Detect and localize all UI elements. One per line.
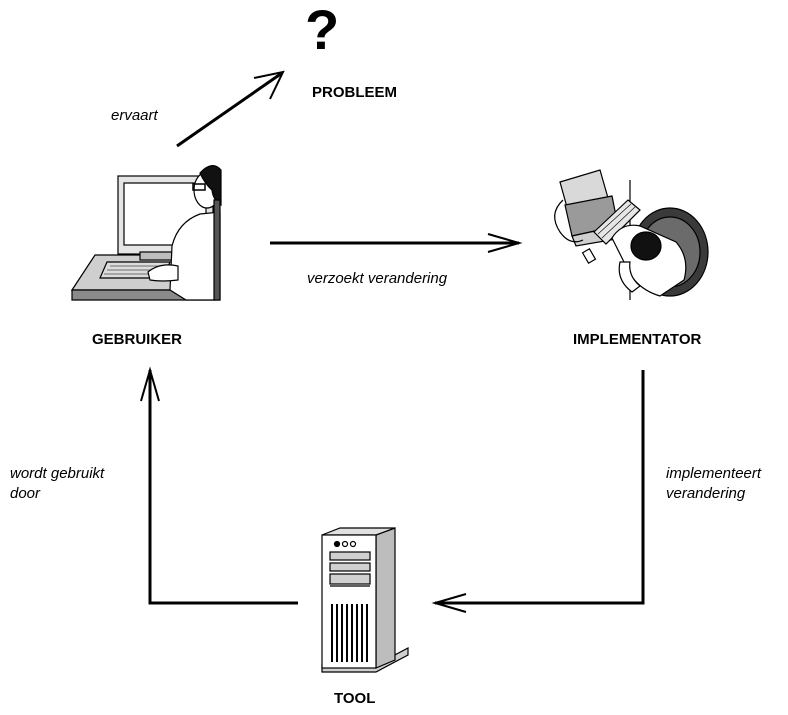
arrow-wordt-gebruikt: [140, 366, 298, 605]
problem-label: PROBLEEM: [312, 84, 398, 101]
arrow-implementeert: [431, 370, 645, 613]
edge-label-implementeert-verandering: implementeert verandering: [666, 464, 761, 504]
edge-label-line: door: [10, 485, 41, 502]
arrow-ervaart: [176, 70, 285, 148]
edge-label-line: wordt gebruikt: [10, 465, 105, 482]
tool-label: TOOL: [334, 690, 376, 707]
edge-label-ervaart: ervaart: [111, 107, 158, 124]
question-mark-icon: ?: [305, 0, 340, 61]
edge-label-verzoekt-verandering: verzoekt verandering: [307, 270, 448, 287]
arrow-verzoekt-verandering: [270, 233, 523, 253]
user-label: GEBRUIKER: [92, 331, 183, 348]
edge-label-line: verandering: [666, 485, 746, 502]
implementer-label: IMPLEMENTATOR: [573, 331, 702, 348]
edge-label-wordt-gebruikt-door: wordt gebruikt door: [10, 464, 104, 504]
edge-label-line: implementeert: [666, 465, 762, 482]
